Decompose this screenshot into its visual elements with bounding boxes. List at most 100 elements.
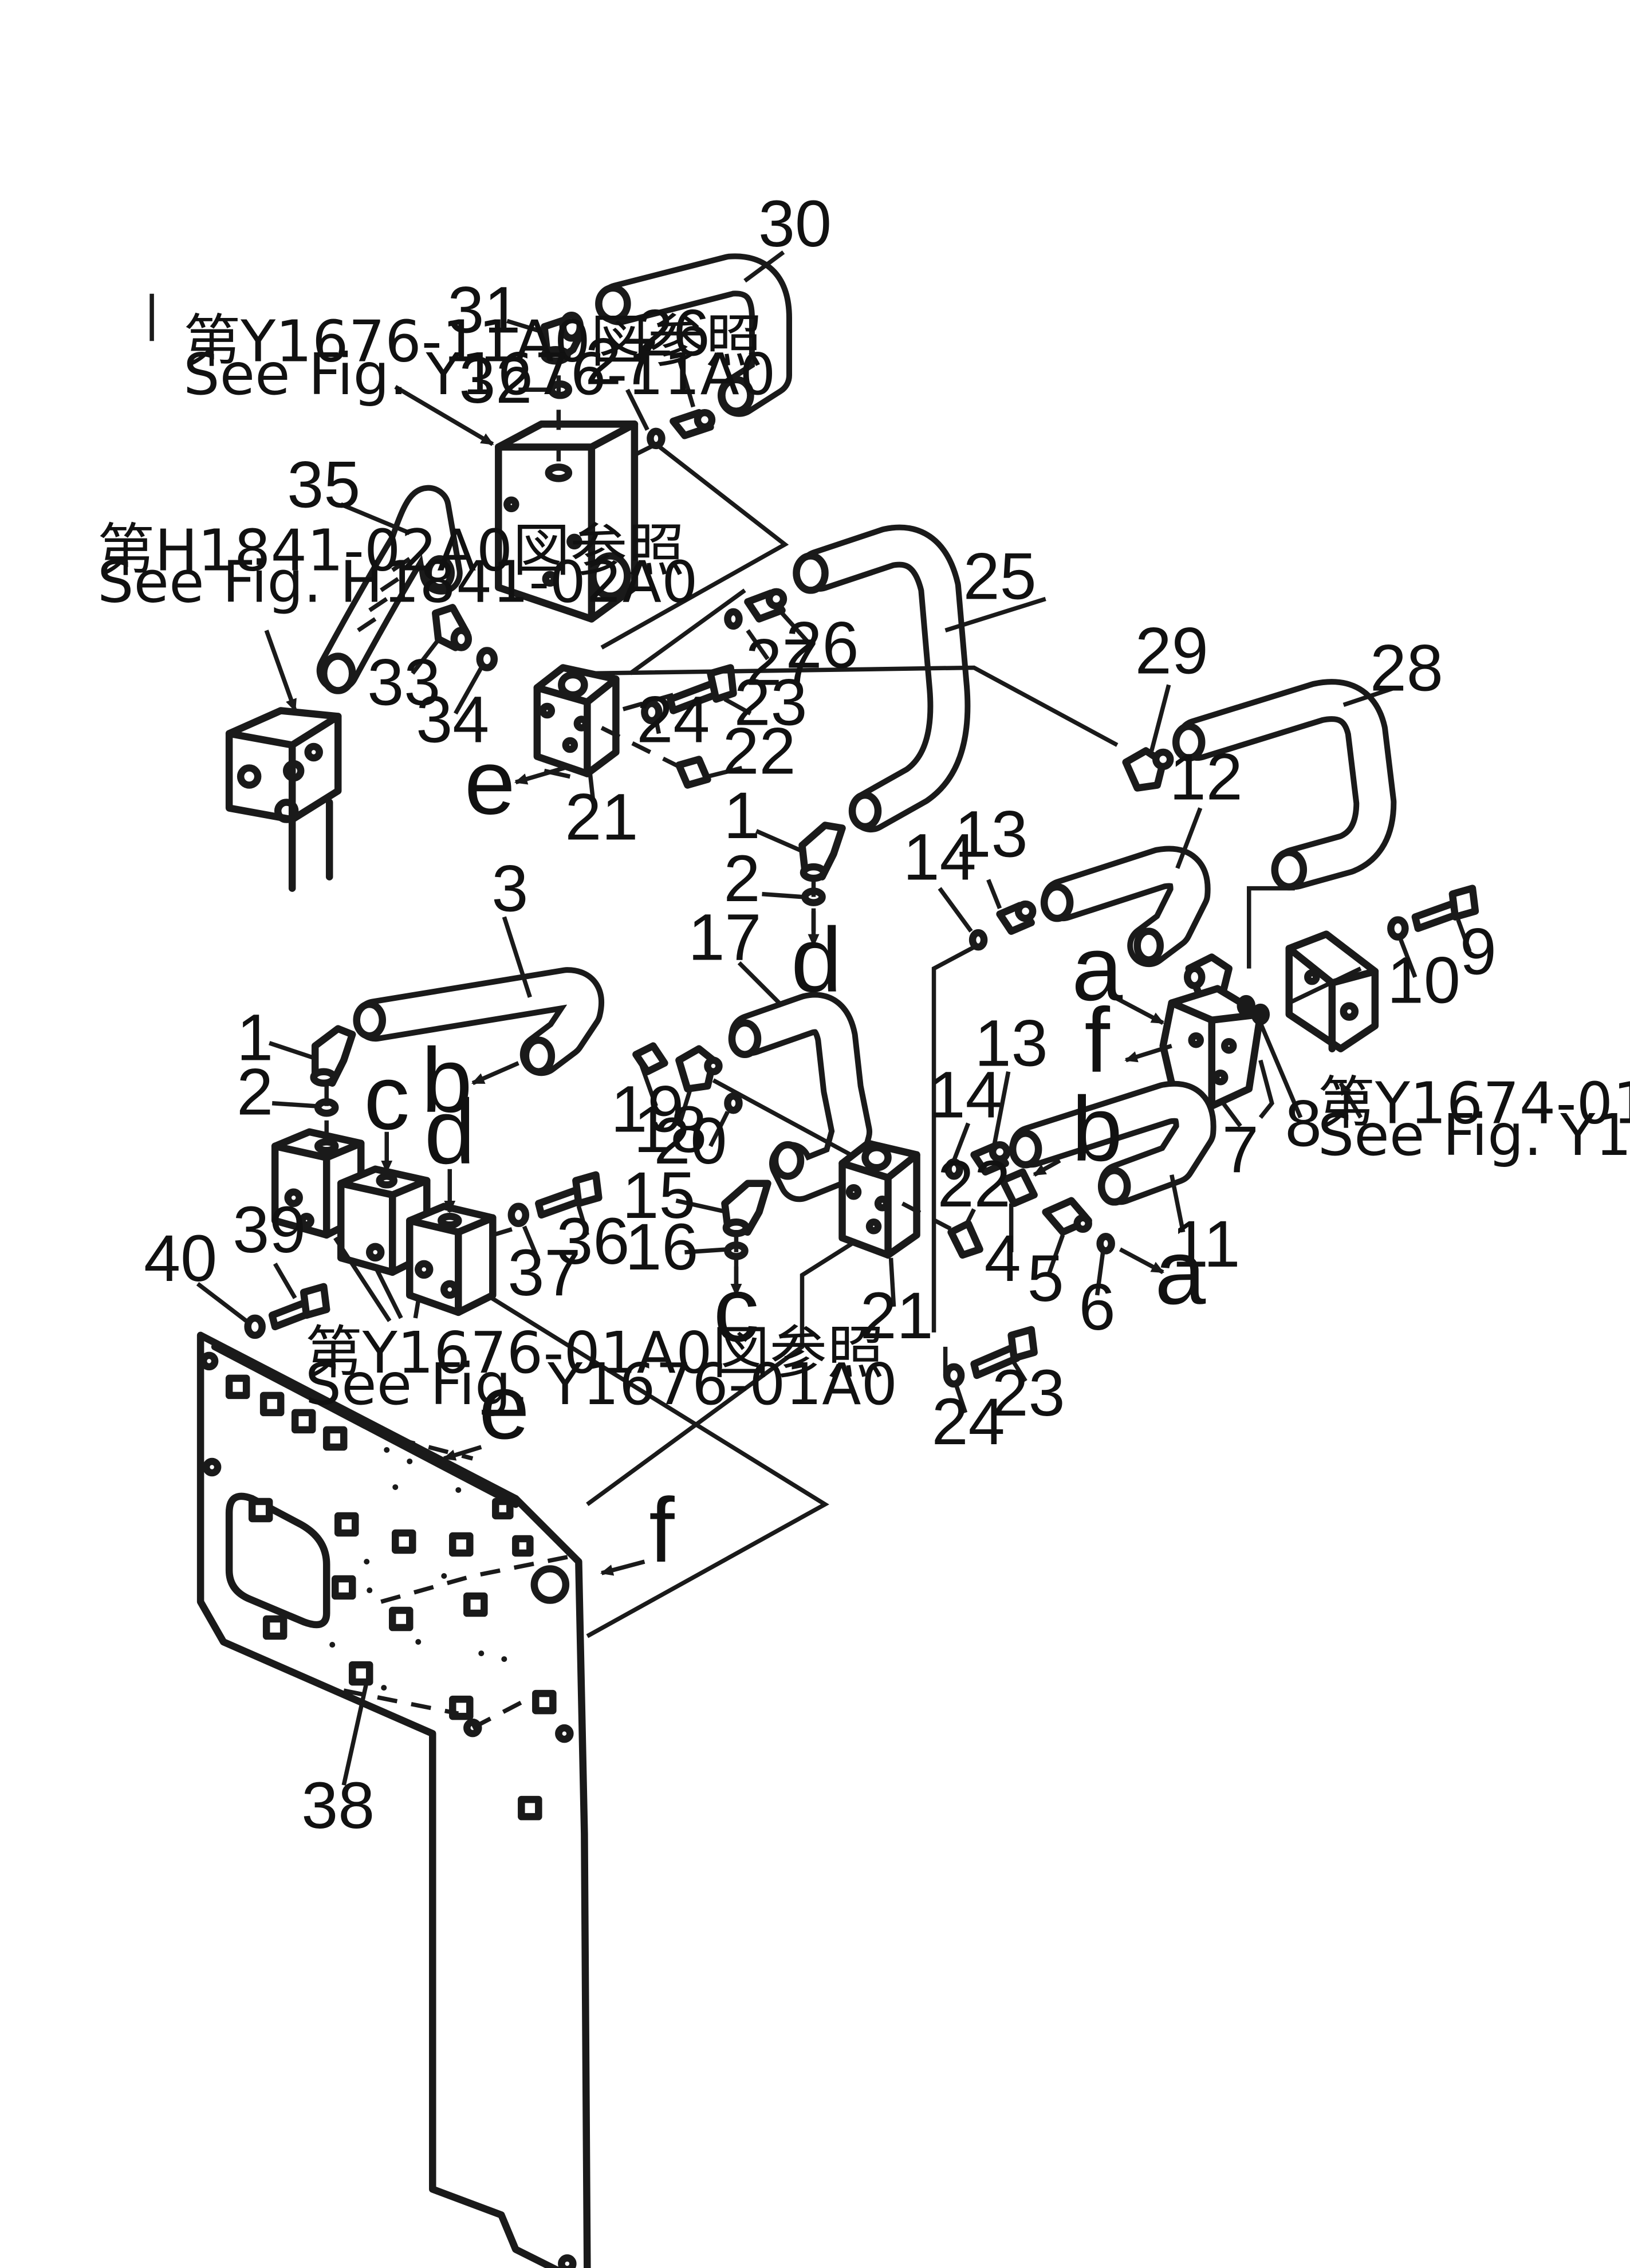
connection-letter: e bbox=[479, 1355, 530, 1458]
connection-line bbox=[486, 1293, 829, 1638]
part-number: 31 bbox=[447, 273, 521, 347]
axis-line-22 bbox=[600, 726, 689, 773]
part-number: 2 bbox=[723, 842, 760, 915]
reference-en: See Fig. Y1676-01A0 bbox=[305, 1351, 897, 1418]
reference-en: See Fig. Y1676-11A0 bbox=[183, 341, 775, 408]
reference-note-y1676-01a0: 第Y1676-01A0図参照 See Fig. Y1676-01A0 bbox=[305, 1319, 897, 1418]
part-number: 27 bbox=[746, 626, 819, 699]
part-number: 3 bbox=[491, 852, 528, 926]
o-ring-14-lower bbox=[944, 1158, 963, 1180]
valve-block-right bbox=[1285, 930, 1379, 1052]
elbow-33 bbox=[432, 604, 473, 651]
part-number: 9 bbox=[1460, 915, 1497, 989]
axis-line bbox=[492, 1224, 522, 1237]
valve-block-7 bbox=[1159, 985, 1265, 1110]
part-number: 28 bbox=[1370, 631, 1443, 705]
part-number: 35 bbox=[287, 448, 360, 521]
part-number: 23 bbox=[992, 1357, 1065, 1430]
part-number: 38 bbox=[301, 1769, 375, 1842]
bolt-36 bbox=[535, 1171, 603, 1219]
arrow-a-bottom bbox=[1119, 1247, 1164, 1275]
arrow-a-right bbox=[1113, 995, 1164, 1025]
o-ring-8b bbox=[1251, 1003, 1270, 1025]
adapter-13-lower bbox=[970, 1141, 1011, 1176]
part-number: 29 bbox=[1135, 614, 1208, 687]
connection-letter: c bbox=[364, 1046, 410, 1149]
tee-18 bbox=[675, 1045, 723, 1092]
plate-holes bbox=[329, 1447, 507, 1691]
part-number: 40 bbox=[144, 1222, 217, 1295]
plate-dashed-connections bbox=[343, 1436, 574, 1730]
part-number: 5 bbox=[1027, 1242, 1064, 1315]
elbow-fitting-31 bbox=[541, 311, 585, 365]
reference-note-h1841-02a0: 第H1841-02A0図参照 See Fig. H1841-02A0 bbox=[97, 517, 698, 615]
part-number: 22 bbox=[938, 1147, 1011, 1221]
part-number: 26 bbox=[636, 296, 710, 370]
upper-valve-block bbox=[495, 420, 639, 623]
callout-lines bbox=[333, 1236, 420, 1322]
part-number: 1 bbox=[237, 1001, 273, 1075]
part-number: 37 bbox=[507, 1236, 581, 1310]
adapter-26-mid bbox=[744, 588, 788, 623]
lower-left-valve-block bbox=[225, 707, 342, 892]
part-number: 6 bbox=[1079, 1271, 1116, 1344]
part-number: 1 bbox=[723, 779, 760, 852]
o-ring-6 bbox=[1096, 1233, 1115, 1255]
elbow-29 bbox=[1122, 747, 1174, 792]
part-number: 21 bbox=[565, 781, 638, 854]
part-number: 22 bbox=[722, 715, 796, 788]
part-number: 27 bbox=[585, 325, 658, 398]
connection-letter: f bbox=[1084, 989, 1110, 1091]
washer-10 bbox=[1387, 916, 1409, 941]
part-number: 13 bbox=[975, 1007, 1048, 1080]
arrow-f-plate bbox=[600, 1559, 645, 1576]
part-number: 16 bbox=[625, 1210, 698, 1284]
plug-22-center bbox=[947, 1220, 983, 1259]
part-number: 10 bbox=[1387, 944, 1460, 1017]
part-number: 15 bbox=[622, 1159, 695, 1232]
connection-letter: b bbox=[1072, 1078, 1123, 1180]
washer-24-lower bbox=[943, 1363, 965, 1388]
pipe-17 bbox=[728, 992, 873, 1202]
bolt-23-lower bbox=[970, 1326, 1038, 1379]
part-number: 4 bbox=[985, 1222, 1021, 1295]
pipe-12 bbox=[1040, 846, 1211, 968]
part-number: 11 bbox=[1172, 1208, 1240, 1281]
part-number: 18 bbox=[633, 1093, 707, 1166]
axis-line bbox=[901, 1201, 964, 1237]
arrow-b-left bbox=[471, 1061, 519, 1086]
part-number: 12 bbox=[1170, 741, 1243, 814]
part-number: 26 bbox=[786, 608, 859, 682]
pipe-3 bbox=[353, 967, 604, 1076]
reference-jp: 第Y1676-01A0図参照 bbox=[305, 1319, 884, 1386]
part-number-labels: 30 31 32 27 26 35 33 34 27 26 24 23 22 2… bbox=[144, 187, 1497, 1842]
part-number: 19 bbox=[611, 1073, 684, 1146]
pipe-11 bbox=[1009, 1080, 1216, 1206]
connection-line bbox=[1247, 886, 1362, 1119]
callout-arrow-h1841 bbox=[264, 630, 297, 712]
o-ring-34 bbox=[476, 647, 498, 671]
connection-letter: a bbox=[1155, 1221, 1206, 1323]
bolt-39 bbox=[268, 1283, 330, 1331]
valve-21-upper bbox=[533, 664, 620, 777]
o-ring-27-mid bbox=[724, 608, 743, 630]
part-number: 14 bbox=[903, 821, 977, 894]
reference-jp: 第Y1676-11A0図参照 bbox=[183, 308, 762, 375]
arrow-b-right bbox=[1033, 1158, 1061, 1177]
connection-letters: e d a f b c d b c a e f bbox=[364, 731, 1206, 1581]
plate-bosses bbox=[225, 1374, 557, 1821]
pipe-25 bbox=[793, 524, 971, 833]
connection-letter: a bbox=[1072, 917, 1123, 1020]
connection-letter: b bbox=[422, 1029, 473, 1131]
leader-lines bbox=[196, 250, 1472, 1414]
part-number: 20 bbox=[653, 1104, 727, 1178]
fitting-5 bbox=[1042, 1197, 1092, 1236]
reference-en: See Fig. Y1674-01A0 bbox=[1318, 1102, 1630, 1169]
part-number: 13 bbox=[955, 798, 1028, 871]
reference-note-y1674-01a0: 第Y1674-01A0図参照 See Fig. Y1674-01A0 bbox=[1318, 1070, 1630, 1169]
elbow-1-upper bbox=[798, 821, 846, 882]
connection-letter: c bbox=[713, 1258, 759, 1361]
washer-24-upper bbox=[641, 699, 663, 725]
pipe-28 bbox=[1172, 679, 1397, 891]
